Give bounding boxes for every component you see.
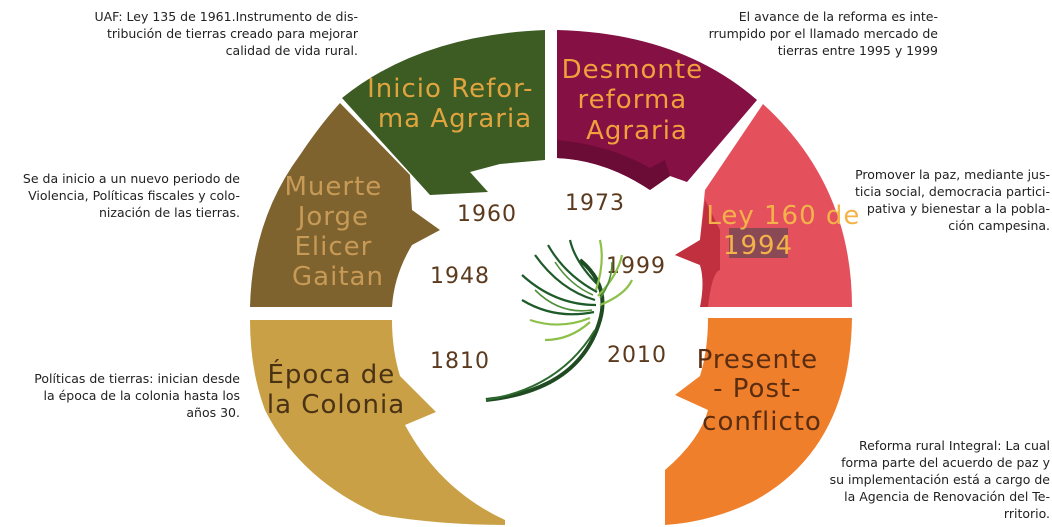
label-line: Época de [267,358,395,390]
year-1999: 1999 [606,254,666,279]
label-line: conflicto [702,407,822,437]
segment-presente-label: Presente - Post- conflicto [697,345,828,437]
highlight-box [729,228,788,258]
label-line: Desmonte [562,55,703,85]
segment-gaitan-shape [250,103,440,307]
label-line: - Post- [713,374,801,404]
label-line: Agraria [586,116,688,146]
description-gaitan: Se da inicio a un nuevo periodo de Viole… [22,171,240,220]
label-line: Inicio Refor- [367,74,533,104]
label-line: reforma [578,85,688,115]
year-2010: 2010 [607,343,667,368]
year-1973: 1973 [565,191,625,216]
segment-presente-shape [665,318,852,525]
year-1960: 1960 [457,202,517,227]
segment-desmonte: Desmonte reforma Agraria 1973 [557,30,757,216]
description-colonia: Políticas de tierras: inician desde la é… [34,371,240,420]
segment-gaitan-label: Muerte Jorge Elicer Gaitan [284,172,391,292]
segment-ley160-shadow [675,200,720,307]
year-1810: 1810 [430,349,490,374]
segment-ley160-label: Ley 160 de 1994 [706,201,869,261]
label-line: Elicer [294,232,372,262]
segment-reforma-label: Inicio Refor- ma Agraria [367,74,543,134]
segment-reforma-shape [342,30,545,195]
segment-desmonte-shadow [557,140,670,190]
label-line: ma Agraria [378,104,532,134]
label-line: Presente [697,345,819,375]
label-line: la Colonia [267,390,405,420]
segment-colonia: Época de la Colonia 1810 [250,320,505,525]
segment-colonia-shape [250,320,505,525]
description-reforma: UAF: Ley 135 de 1961.Instrumento de dis-… [94,9,358,58]
year-1948: 1948 [430,264,490,289]
description-desmonte: El avance de la reforma es inte- rrumpid… [708,9,938,58]
label-line: 1994 [723,231,793,261]
palm-leaf-icon [485,239,633,402]
label-line: Ley 160 de [706,201,860,231]
segment-desmonte-label: Desmonte reforma Agraria [562,55,713,146]
label-line: Muerte [284,172,382,202]
segment-reforma: Inicio Refor- ma Agraria 1960 [342,30,545,227]
segment-gaitan: Muerte Jorge Elicer Gaitan 1948 [250,103,490,307]
label-line: Jorge [296,202,369,232]
description-presente: Reforma rural Integral: La cual forma pa… [829,438,1050,521]
description-ley160: Promover la paz, mediante jus- ticia soc… [854,167,1050,233]
segment-colonia-label: Época de la Colonia [267,358,405,420]
label-line: Gaitan [292,262,384,292]
segment-presente: Presente - Post- conflicto 2010 [607,318,852,525]
segment-ley160: Ley 160 de 1994 1999 [606,104,869,307]
